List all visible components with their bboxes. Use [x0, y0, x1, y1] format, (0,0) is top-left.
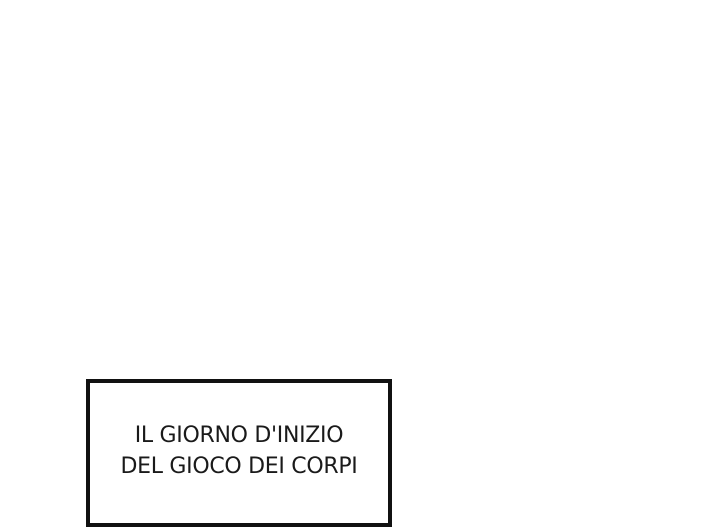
caption-box: IL GIORNO D'INIZIO DEL GIOCO DEI CORPI [86, 379, 392, 527]
caption-line-1: IL GIORNO D'INIZIO [134, 423, 344, 448]
caption-text: IL GIORNO D'INIZIO DEL GIOCO DEI CORPI [90, 420, 388, 482]
caption-line-2: DEL GIOCO DEI CORPI [120, 454, 358, 479]
